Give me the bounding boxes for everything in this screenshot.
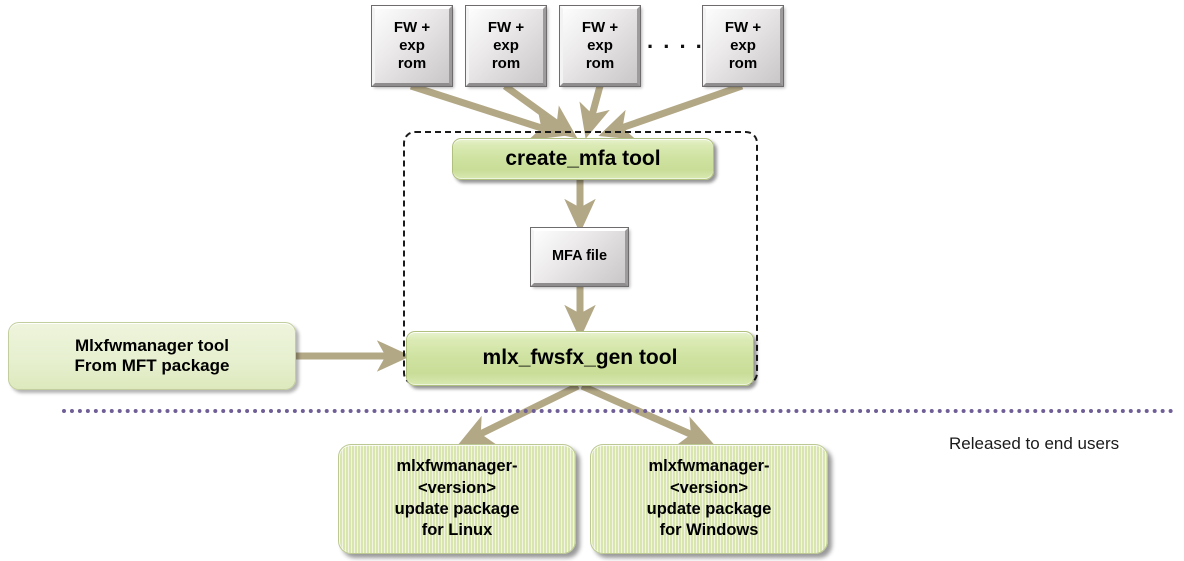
mlx-fwsfx-gen-tool-box[interactable]: mlx_fwsfx_gen tool <box>406 331 754 386</box>
arrow-fw2-to-create-mfa <box>502 83 578 139</box>
mfa-file-box[interactable]: MFA file <box>530 227 629 287</box>
output-package-windows[interactable]: mlxfwmanager- <version> update package f… <box>590 444 828 554</box>
arrow-fw1-to-create-mfa <box>409 82 566 141</box>
source-box-fw2[interactable]: FW + exp rom <box>465 5 547 87</box>
mlxfwmanager-tool-box[interactable]: Mlxfwmanager tool From MFT package <box>8 322 296 390</box>
arrow-fw3-to-create-mfa <box>579 85 610 139</box>
arrow-fwsfx-gen-to-linux <box>457 382 580 446</box>
ellipsis-more-sources: . . . . <box>647 28 704 53</box>
arrow-fwsfx-gen-to-windows <box>580 382 715 446</box>
output-package-linux[interactable]: mlxfwmanager- <version> update package f… <box>338 444 576 554</box>
source-box-fw1[interactable]: FW + exp rom <box>371 5 453 87</box>
create-mfa-tool-box[interactable]: create_mfa tool <box>452 138 714 180</box>
release-separator-label: Released to end users <box>949 434 1120 453</box>
source-box-fw4[interactable]: FW + exp rom <box>702 5 784 87</box>
release-separator-line <box>62 409 1174 413</box>
arrow-fw4-to-create-mfa <box>598 82 744 140</box>
source-box-fw3[interactable]: FW + exp rom <box>559 5 641 87</box>
